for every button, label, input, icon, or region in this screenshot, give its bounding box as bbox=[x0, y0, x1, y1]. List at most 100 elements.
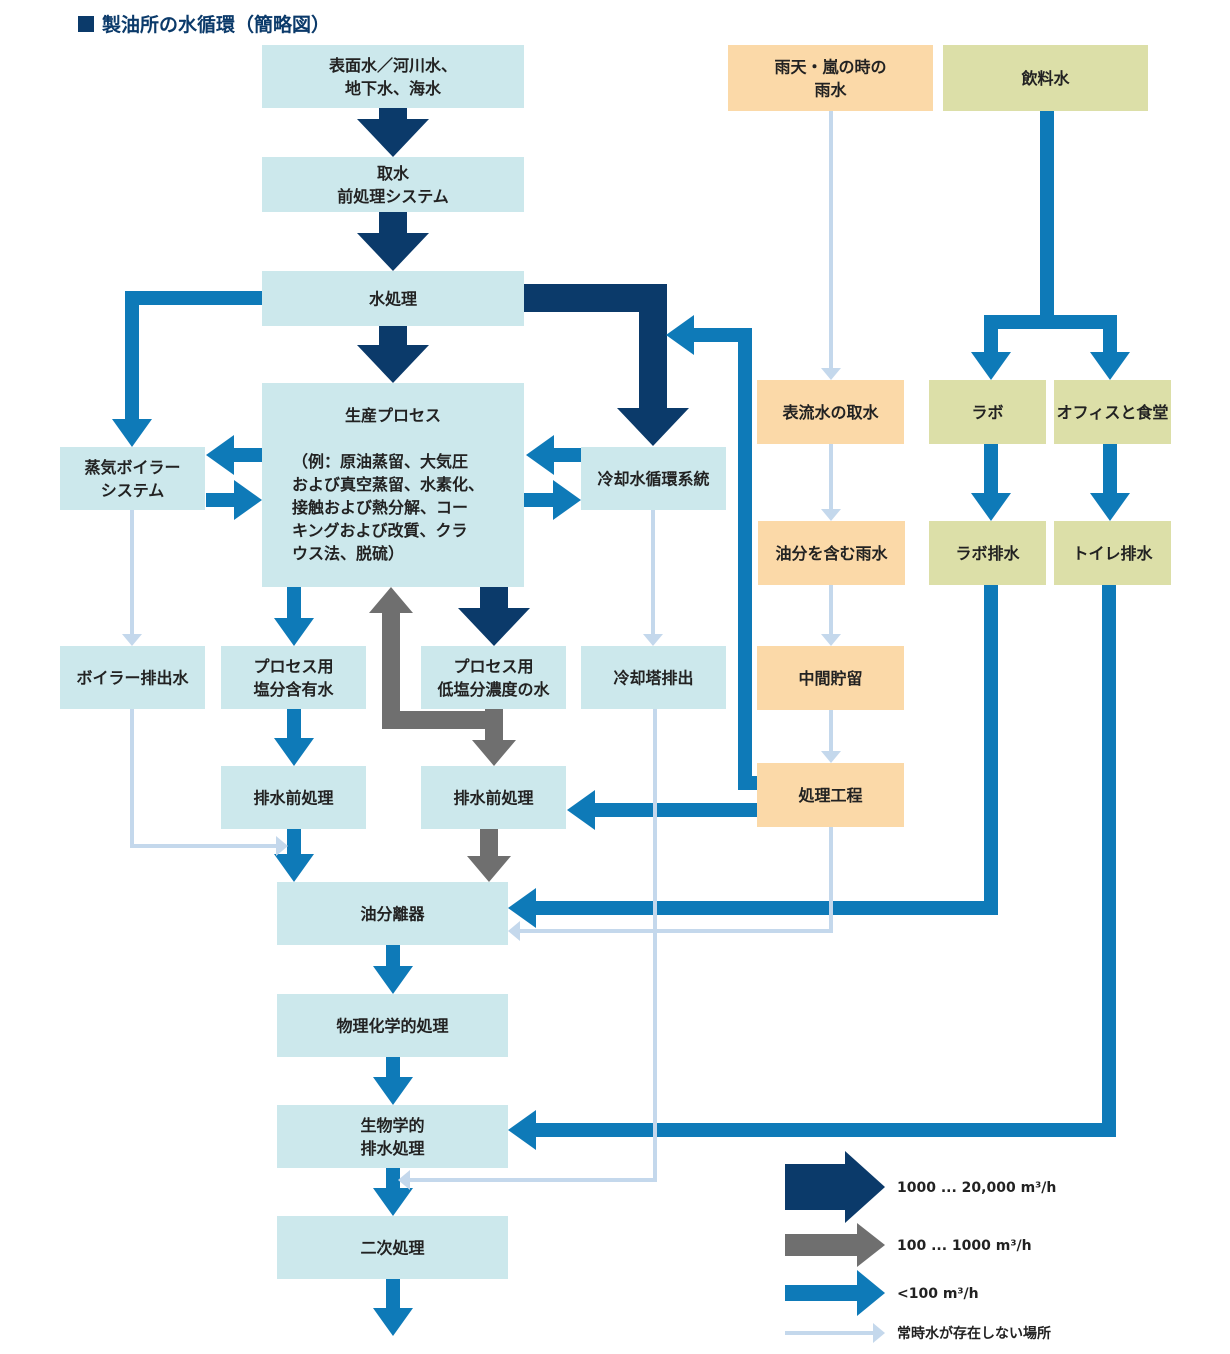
node-label-line: ウス法、脱硫） bbox=[292, 544, 404, 563]
flow-line bbox=[1047, 315, 1117, 352]
flow-small bbox=[274, 587, 314, 646]
node-label-line: プロセス用 bbox=[253, 657, 333, 676]
arrow-head-icon bbox=[122, 634, 142, 646]
flow-small bbox=[666, 315, 757, 790]
node-label-line: 中間貯留 bbox=[798, 669, 862, 688]
node-label-line: 雨天・嵐の時の bbox=[774, 58, 886, 77]
flow-line bbox=[125, 291, 262, 419]
arrow-head-icon bbox=[472, 740, 516, 766]
arrow-head-icon bbox=[821, 509, 841, 521]
arrow-head-icon bbox=[357, 119, 429, 157]
legend-label: 100 ... 1000 m³/h bbox=[897, 1238, 1032, 1254]
flow-small bbox=[373, 1057, 413, 1105]
flow-small bbox=[567, 790, 757, 830]
flow-intermittent bbox=[821, 111, 841, 380]
flow-small bbox=[1047, 315, 1130, 380]
node-boiler-blowdown: ボイラー排出水 bbox=[60, 646, 205, 709]
flow-line bbox=[536, 585, 1116, 1137]
node-label-line: 排水前処理 bbox=[253, 789, 333, 808]
flow-large bbox=[458, 587, 530, 646]
arrow-head-icon bbox=[373, 1188, 413, 1216]
node-label-line: 油分を含む雨水 bbox=[775, 544, 888, 563]
node-label-line: 低塩分濃度の水 bbox=[436, 680, 550, 699]
node-box bbox=[757, 646, 904, 710]
legend-label: <100 m³/h bbox=[897, 1286, 979, 1302]
node-source: 表面水／河川水、地下水、海水 bbox=[262, 45, 524, 108]
node-office: オフィスと食堂 bbox=[1054, 380, 1171, 444]
arrow-head-icon bbox=[234, 480, 262, 520]
arrow-head-icon bbox=[508, 921, 520, 941]
node-box bbox=[277, 994, 508, 1057]
flow-small bbox=[508, 585, 1116, 1150]
node-label-line: 排水処理 bbox=[360, 1139, 424, 1158]
node-label-line: ラボ排水 bbox=[955, 544, 1020, 563]
flow-intermittent bbox=[508, 827, 833, 941]
arrow-head-icon bbox=[274, 738, 314, 766]
arrow-head-icon bbox=[357, 233, 429, 271]
node-box bbox=[60, 447, 205, 510]
flow-intermittent bbox=[122, 510, 142, 646]
legend: 1000 ... 20,000 m³/h 100 ... 1000 m³/h <10… bbox=[785, 1151, 1056, 1343]
node-label-line: 接触および熱分解、コー bbox=[292, 498, 468, 517]
arrow-head-icon bbox=[666, 315, 694, 355]
diagram-title-text: 製油所の水循環（簡略図） bbox=[102, 14, 331, 36]
node-toilet-waste: トイレ排水 bbox=[1054, 521, 1171, 585]
node-label-line: プロセス用 bbox=[453, 657, 533, 676]
arrow-head-icon bbox=[373, 1308, 413, 1336]
node-box bbox=[262, 157, 524, 212]
flow-small bbox=[373, 945, 413, 994]
flow-line bbox=[524, 284, 667, 408]
arrow-head-icon bbox=[276, 836, 288, 856]
node-lab: ラボ bbox=[929, 380, 1046, 444]
legend-arrow-shaft bbox=[785, 1285, 857, 1301]
node-label-line: （例：原油蒸留、大気圧 bbox=[292, 452, 468, 471]
flow-line bbox=[410, 709, 657, 1182]
node-label-line: ボイラー排出水 bbox=[76, 669, 189, 688]
node-label-line: 飲料水 bbox=[1020, 69, 1070, 88]
arrow-head-icon bbox=[112, 419, 152, 447]
arrow-head-icon bbox=[526, 435, 554, 475]
node-pretreat-1: 排水前処理 bbox=[221, 766, 366, 829]
node-box bbox=[929, 521, 1046, 585]
legend-arrow-icon bbox=[873, 1323, 885, 1343]
boxes: 表面水／河川水、地下水、海水取水前処理システム水処理生産プロセス（例：原油蒸留、… bbox=[60, 45, 1171, 1279]
diagram-title: 製油所の水循環（簡略図） bbox=[78, 10, 330, 37]
arrow-head-icon bbox=[821, 368, 841, 380]
node-label-line: 冷却水循環系統 bbox=[597, 470, 709, 489]
legend-arrow-shaft bbox=[785, 1234, 857, 1256]
node-box bbox=[581, 646, 726, 709]
node-label-line: 生産プロセス bbox=[345, 406, 441, 425]
flow-intermittent bbox=[821, 444, 841, 521]
legend-label: 常時水が存在しない場所 bbox=[897, 1325, 1051, 1342]
node-intermediate: 中間貯留 bbox=[757, 646, 904, 710]
arrow-head-icon bbox=[508, 1110, 536, 1150]
legend-arrow-shaft bbox=[785, 1164, 845, 1210]
flow-large bbox=[357, 212, 429, 271]
flow-medium bbox=[467, 829, 511, 882]
node-box bbox=[929, 380, 1046, 444]
node-label-line: および真空蒸留、水素化、 bbox=[292, 475, 484, 494]
arrow-head-icon bbox=[617, 408, 689, 446]
node-box bbox=[1054, 380, 1171, 444]
arrow-head-icon bbox=[274, 854, 314, 882]
flow-small bbox=[274, 829, 314, 882]
arrow-head-icon bbox=[274, 618, 314, 646]
node-label-line: システム bbox=[101, 481, 165, 500]
flow-intermittent bbox=[821, 585, 841, 646]
node-box bbox=[421, 766, 566, 829]
flow-large bbox=[357, 108, 429, 157]
node-box bbox=[221, 766, 366, 829]
node-label-line: キングおよび改質、クラ bbox=[292, 521, 468, 540]
legend-label: 1000 ... 20,000 m³/h bbox=[897, 1180, 1056, 1196]
flow-line bbox=[984, 111, 1054, 352]
flow-small bbox=[971, 444, 1011, 521]
arrow-head-icon bbox=[643, 634, 663, 646]
node-production: 生産プロセス （例：原油蒸留、大気圧および真空蒸留、水素化、接触および熱分解、コー… bbox=[262, 383, 524, 587]
node-label-line: 排水前処理 bbox=[453, 789, 533, 808]
arrow-head-icon bbox=[553, 480, 581, 520]
flow-line bbox=[520, 827, 833, 933]
node-label-line: 雨水 bbox=[814, 81, 847, 100]
